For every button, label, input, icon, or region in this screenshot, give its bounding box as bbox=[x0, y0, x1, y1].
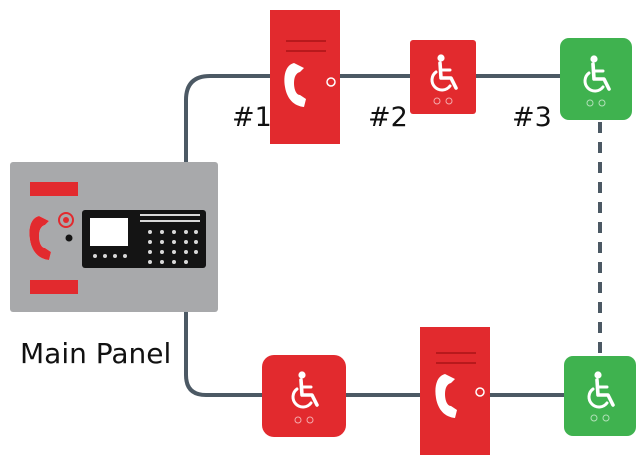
node-label-2: #2 bbox=[368, 102, 408, 133]
main-panel-label: Main Panel bbox=[20, 337, 172, 370]
main-panel bbox=[10, 162, 218, 312]
wire-bottom bbox=[184, 312, 594, 397]
refuge-point-red-bottom bbox=[262, 355, 346, 437]
refuge-point-2 bbox=[410, 40, 476, 114]
call-cabinet-bottom bbox=[420, 327, 490, 455]
telephone-icon bbox=[29, 216, 51, 260]
refuge-point-3 bbox=[560, 38, 632, 120]
wire-top bbox=[184, 74, 594, 162]
node-label-3: #3 bbox=[512, 102, 552, 133]
node-label-1: #1 bbox=[232, 102, 272, 133]
wiring bbox=[184, 74, 602, 397]
call-cabinet-1 bbox=[270, 10, 340, 144]
refuge-point-green-bottom bbox=[564, 356, 636, 436]
